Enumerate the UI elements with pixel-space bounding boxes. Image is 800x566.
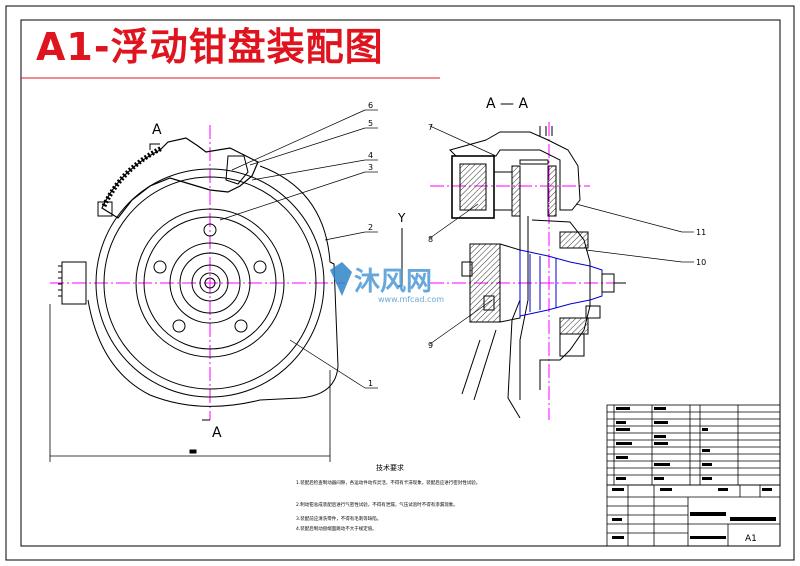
tech-notes-heading: 技术要求 — [376, 463, 404, 472]
hub-flange — [135, 208, 285, 358]
tech-note-4: 4.装配后制动盘端面跳动不大于规定值。 — [296, 525, 377, 532]
bolt-hole — [234, 319, 248, 333]
section-mark-top: A — [152, 122, 162, 138]
tech-note-1: 1.装配后检查制动器间隙，各运动件动作灵活，不得有卡滞现象，装配后应进行密封性试… — [296, 479, 480, 486]
part-number-8: 8 — [428, 235, 433, 244]
drawing-title: A1-浮动钳盘装配图 — [36, 25, 384, 69]
part-number-11: 11 — [696, 228, 706, 237]
watermark-text: 沐风网 — [354, 267, 432, 297]
part-number-10: 10 — [696, 258, 706, 267]
brake-disc — [95, 168, 325, 398]
part-number-3: 3 — [368, 163, 373, 172]
title-block — [606, 404, 781, 547]
mounting-bolt — [461, 261, 473, 277]
tech-notes: 技术要求 1.装配后检查制动器间隙，各运动件动作灵活，不得有卡滞现象，装配后应进… — [296, 463, 480, 532]
hub-bearing — [519, 249, 603, 317]
piston — [459, 163, 487, 211]
y-marker: Y — [397, 211, 406, 225]
outer-pad — [547, 165, 557, 217]
section-view-label: A — A — [486, 96, 528, 112]
part-number-5: 5 — [368, 119, 373, 128]
watermark: 沐风网 www.mfcad.com — [330, 262, 444, 304]
title-block-frame — [606, 484, 781, 547]
dust-shield — [87, 165, 339, 407]
bolt-hole — [172, 319, 186, 333]
outer-border — [5, 5, 795, 561]
tech-note-2: 2.制动钳总成装配后进行气密性试验，不得有泄漏，气压试验时不得有渗漏现象。 — [296, 501, 458, 508]
parts-list — [606, 404, 781, 486]
mounting-bolt — [483, 295, 495, 311]
disc-section — [507, 216, 521, 419]
bolt-hole — [153, 260, 167, 274]
watermark-logo-icon — [330, 262, 352, 296]
inner-pad — [511, 165, 521, 217]
bolt-hole — [253, 260, 267, 274]
section-view — [398, 122, 694, 420]
part-number-7: 7 — [428, 123, 433, 132]
bolt-hole — [203, 223, 217, 237]
piston-housing — [451, 155, 495, 219]
part-number-2: 2 — [368, 223, 373, 232]
part-number-9: 9 — [428, 341, 433, 350]
part-number-1: 1 — [368, 379, 373, 388]
sheet-size: A1 — [745, 534, 757, 544]
front-view — [49, 109, 378, 462]
part-number-4: 4 — [368, 151, 373, 160]
steering-arm — [461, 329, 497, 401]
watermark-url: www.mfcad.com — [378, 295, 444, 304]
part-number-6: 6 — [368, 101, 373, 110]
tech-note-3: 3.装配前应清洗零件，不得有毛刺等缺陷。 — [296, 515, 381, 522]
axle-center — [199, 272, 221, 294]
inner-border — [20, 19, 781, 547]
guide-pin-head — [97, 201, 113, 217]
caliper-bracket — [225, 155, 249, 185]
section-mark-bottom: A — [212, 425, 222, 441]
